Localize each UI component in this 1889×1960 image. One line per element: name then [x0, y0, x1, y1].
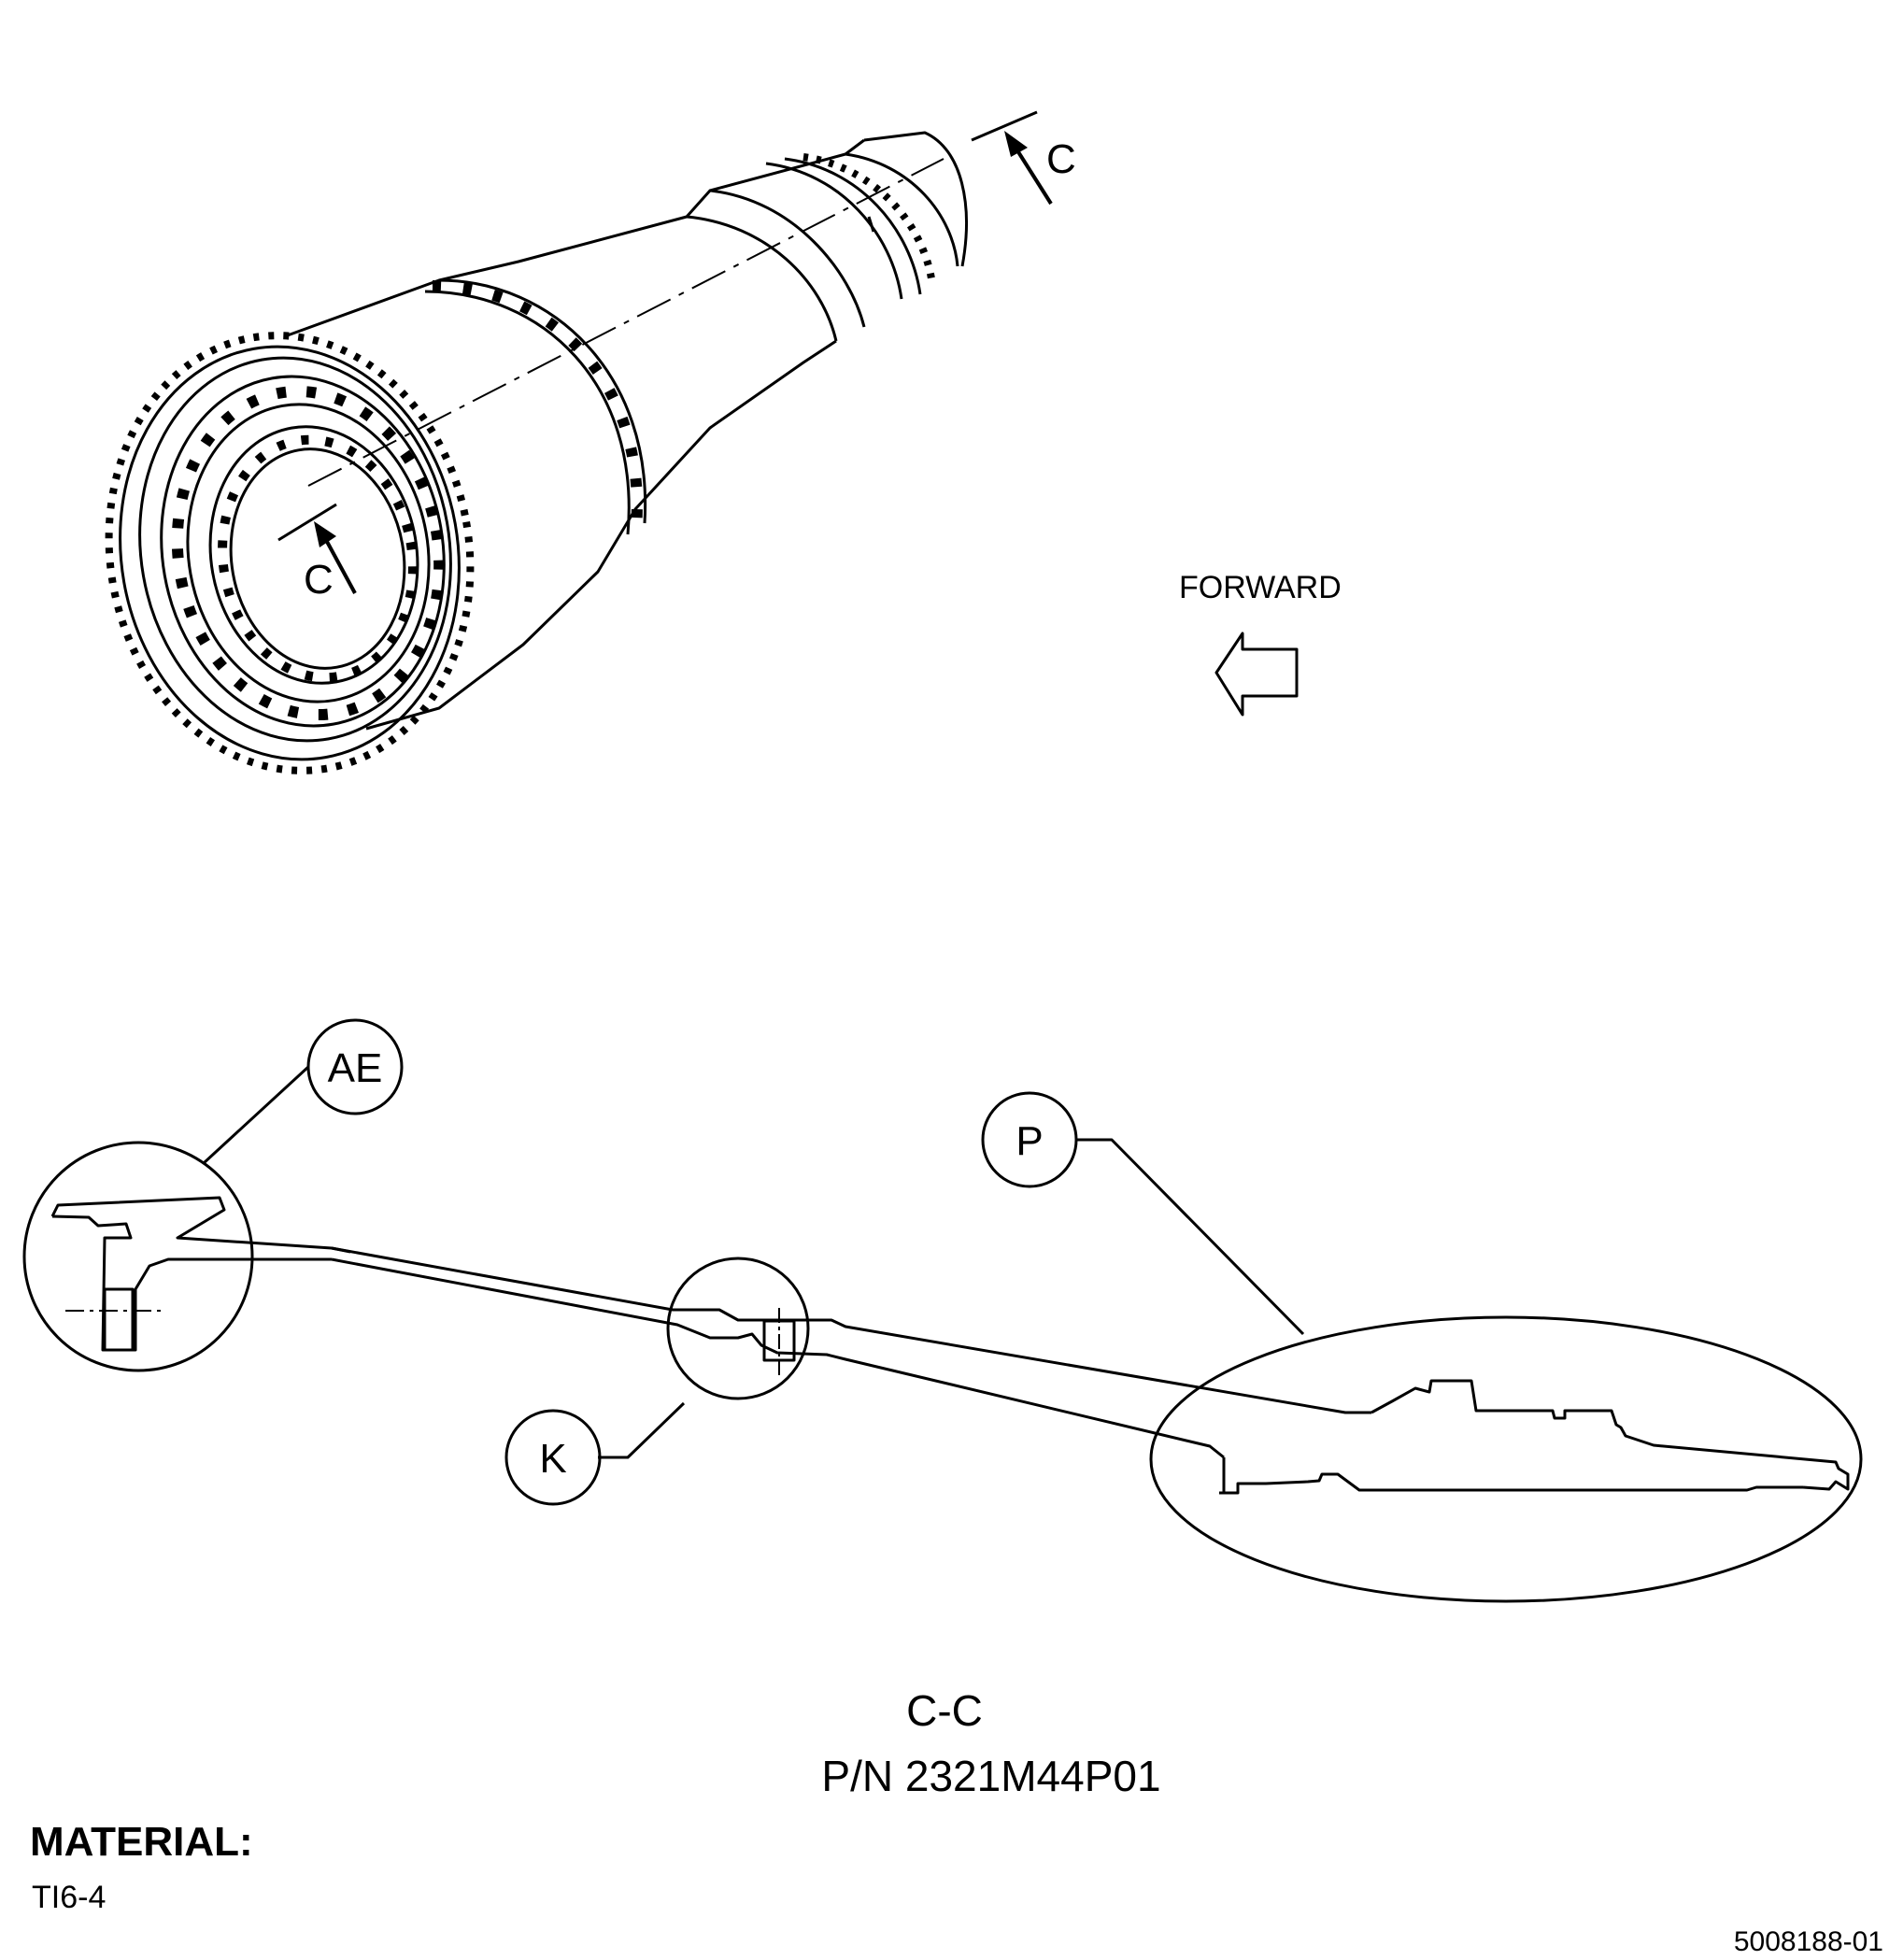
- callout-p-label: P: [1016, 1118, 1043, 1164]
- callout-ae-circle: [306, 1018, 404, 1115]
- section-cut-arrow-top: [971, 110, 1053, 206]
- forward-label: FORWARD: [1179, 570, 1342, 605]
- part-number: P/N 2321M44P01: [821, 1752, 1161, 1800]
- callout-k-circle: [504, 1409, 602, 1506]
- section-title: C-C: [906, 1686, 983, 1735]
- document-number: 5008188-01: [1733, 1926, 1883, 1957]
- section-cut-letter-top: C: [1046, 136, 1076, 182]
- callout-k-label: K: [539, 1436, 566, 1482]
- section-view-c-c: [22, 1065, 1863, 1603]
- forward-arrow: [1214, 632, 1299, 717]
- section-cut-letter-bottom: C: [304, 557, 334, 603]
- callout-ae-label: AE: [328, 1045, 383, 1091]
- isometric-part-view: [105, 110, 1053, 774]
- material-label: MATERIAL:: [30, 1819, 253, 1865]
- callout-p-circle: [981, 1091, 1078, 1188]
- section-cut-arrow-bottom: [277, 503, 357, 594]
- material-value: TI6-4: [32, 1880, 107, 1915]
